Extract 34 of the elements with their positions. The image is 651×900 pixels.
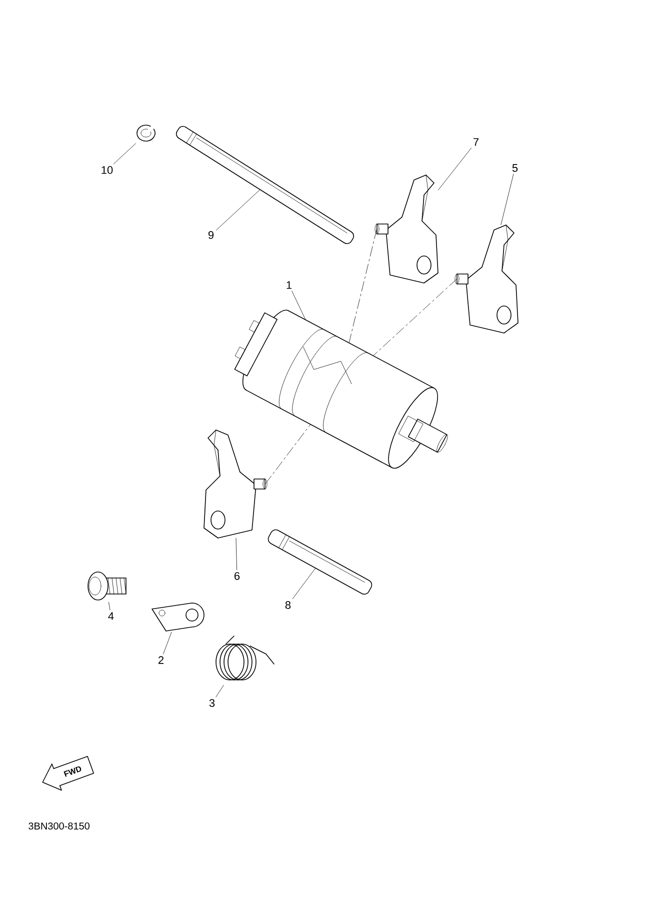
- bolt-drawing: [88, 572, 126, 600]
- shift-fork-drawing: [454, 224, 518, 334]
- part-code: 3BN300-8150: [28, 822, 90, 830]
- callout-number: 5: [512, 164, 518, 172]
- leader-line: [108, 602, 110, 610]
- leader-line: [438, 148, 472, 190]
- callout-number: 6: [234, 572, 240, 580]
- callout-number: 9: [208, 231, 214, 239]
- assembly-line: [265, 424, 311, 484]
- circlip-drawing: [136, 124, 156, 142]
- callout-number: 8: [285, 601, 291, 609]
- callout-number: 1: [286, 281, 292, 289]
- leader-line: [500, 174, 514, 225]
- leader-line: [236, 538, 238, 570]
- fwd-arrow-sign: FWD: [42, 756, 94, 791]
- leader-line: [113, 143, 136, 164]
- guide-bar-drawing: [268, 529, 372, 595]
- shaft-drawing: [176, 126, 354, 244]
- shift-drum-drawing: [234, 310, 448, 469]
- leader-line: [163, 632, 172, 654]
- spring-drawing: [216, 636, 274, 680]
- leader-line: [216, 685, 224, 698]
- callout-number: 7: [474, 138, 479, 146]
- callout-number: 2: [158, 656, 164, 664]
- shift-fork-drawing: [204, 430, 268, 538]
- callout-number: 4: [108, 612, 114, 620]
- leader-line: [292, 290, 306, 320]
- callout-number: 3: [209, 699, 215, 707]
- leader-line: [216, 190, 260, 230]
- shift-fork-drawing: [374, 174, 438, 284]
- leader-line: [292, 568, 316, 600]
- plate-drawing: [152, 602, 204, 632]
- callout-number: 10: [102, 166, 113, 174]
- assembly-line: [373, 278, 457, 356]
